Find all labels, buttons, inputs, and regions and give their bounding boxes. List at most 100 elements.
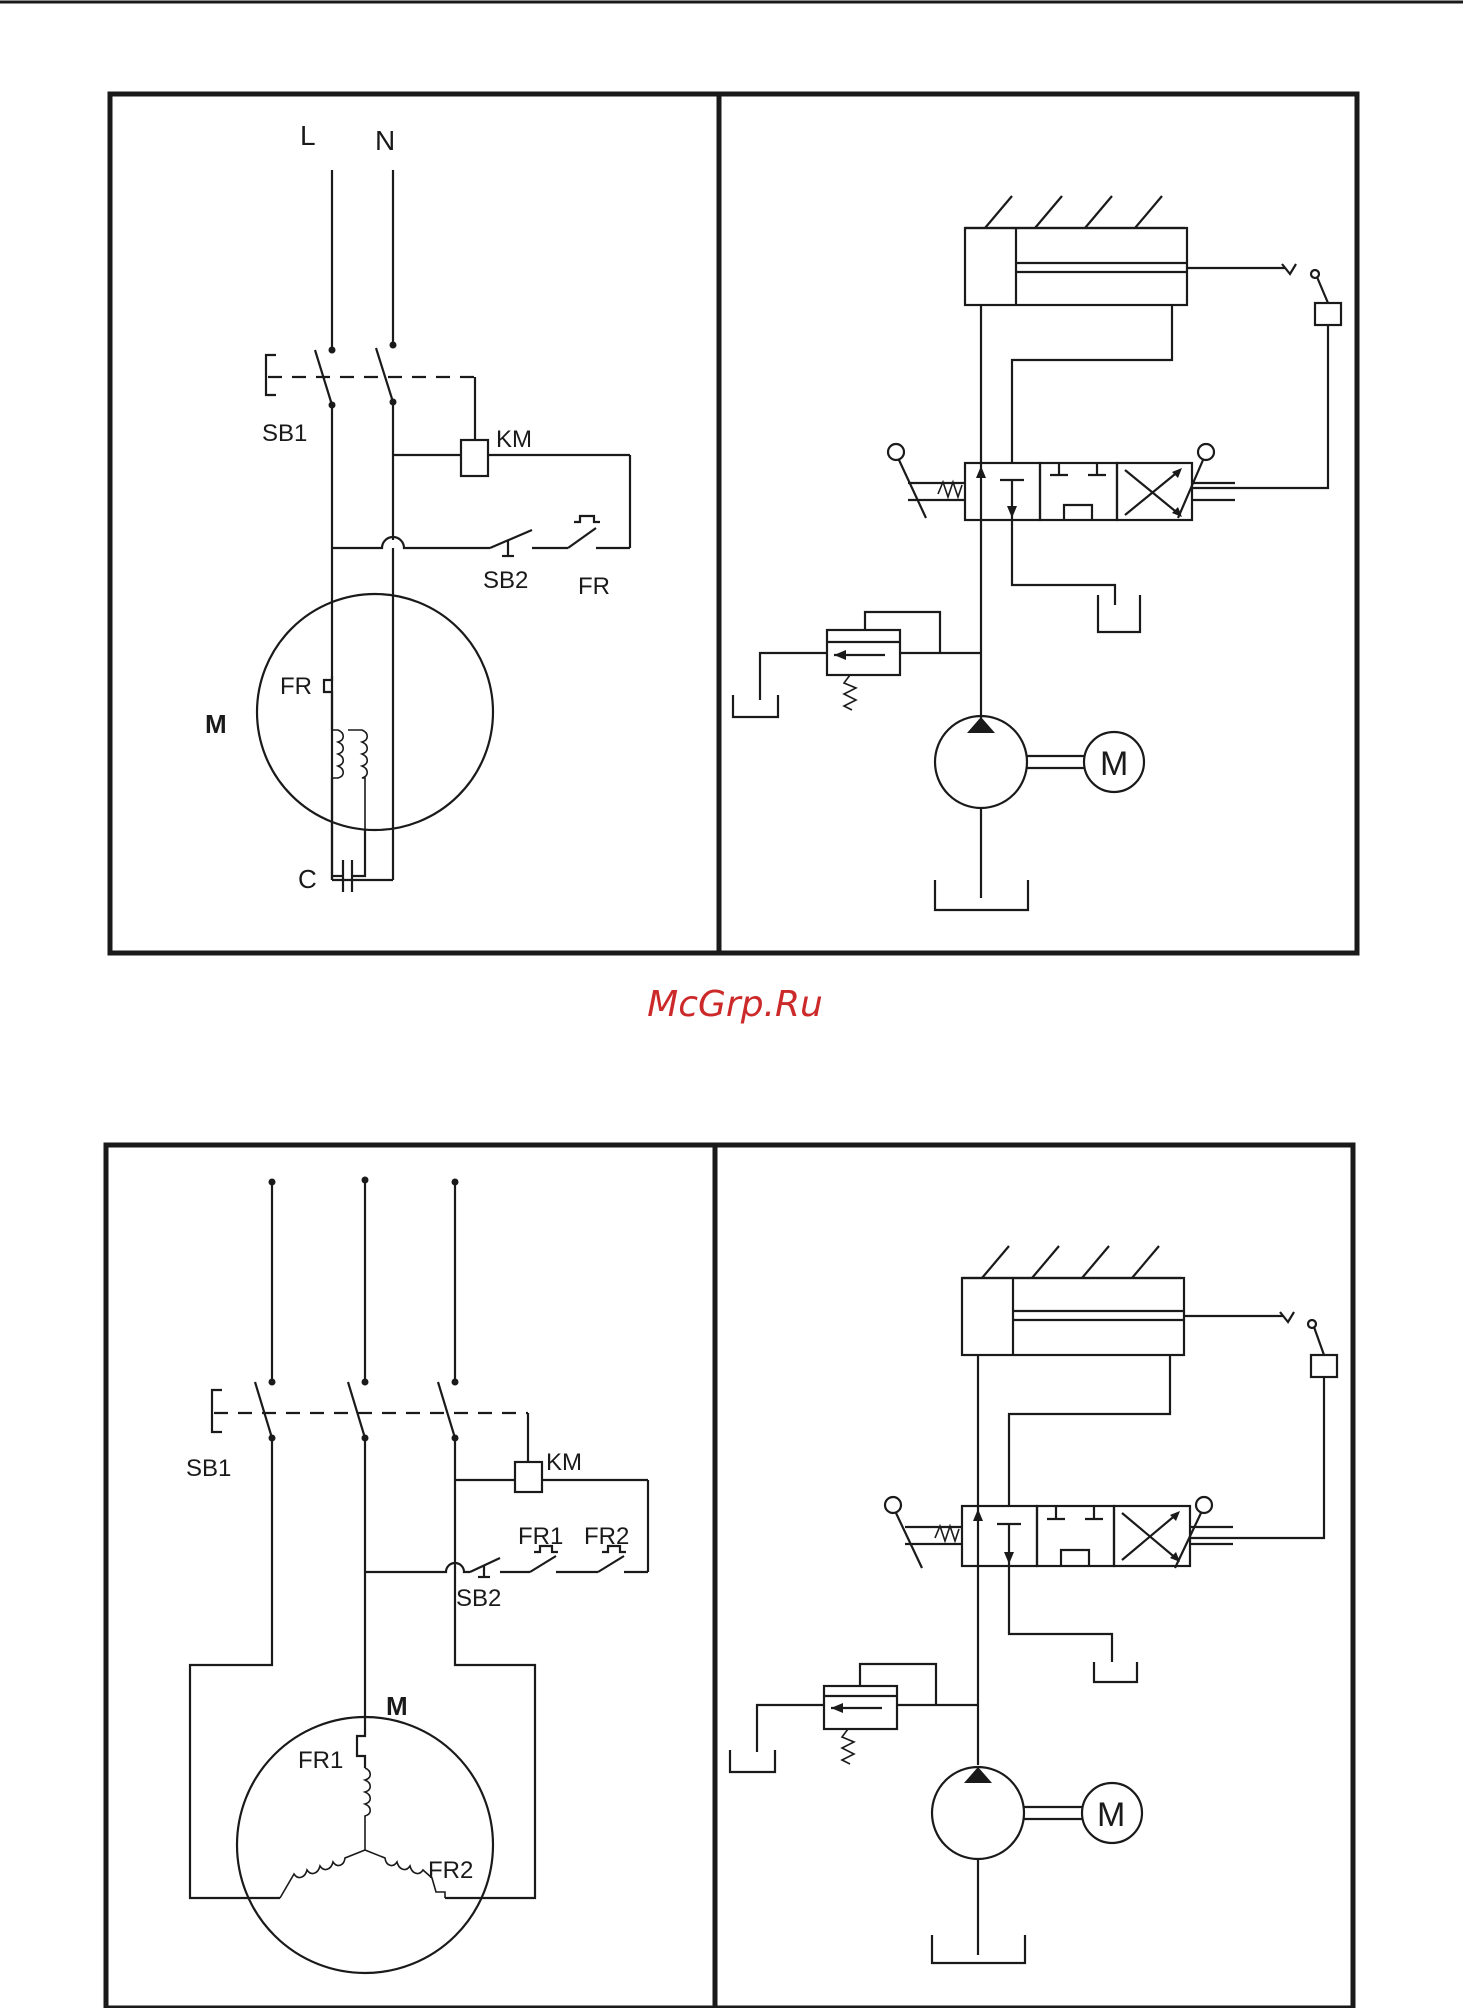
phase-line-3: [445, 1438, 535, 1898]
motor-thermal-protector: [357, 1730, 365, 1768]
lever-knob: [885, 1497, 901, 1513]
watermark: McGrp.Ru: [647, 984, 823, 1025]
relief-valve: [827, 630, 900, 675]
center-passage: [1064, 505, 1092, 520]
overload-2-label: FR2: [584, 1523, 629, 1550]
motor-thermal-protector: [324, 676, 332, 730]
overload-contact: [598, 1556, 624, 1572]
relief-drain: [757, 1705, 824, 1752]
motor-circle: [257, 594, 493, 830]
motor-winding: [348, 730, 367, 830]
capacitor-label: C: [298, 864, 317, 894]
switch-label: SB1: [186, 1455, 231, 1482]
flow-arrow: [1007, 506, 1017, 518]
return-line: [1009, 1566, 1112, 1662]
lever-handle: [899, 460, 926, 518]
hydraulic-circuit: M: [733, 196, 1341, 910]
relief-pilot: [865, 612, 940, 653]
flow-arrow: [1004, 1552, 1014, 1564]
bottom-figure: SB1 KM SB2 FR1 FR2: [106, 1145, 1353, 2008]
hatch-line: [985, 196, 1012, 228]
relief-spring: [844, 675, 856, 710]
limit-switch: [1311, 1355, 1337, 1377]
terminal-dot: [362, 1379, 369, 1386]
terminal-dot: [329, 347, 336, 354]
flow-arrow: [976, 466, 986, 478]
stop-button-label: SB2: [483, 567, 528, 594]
cylinder-line: [1009, 1355, 1170, 1506]
relief-drain: [760, 653, 827, 700]
relief-spring: [842, 1729, 854, 1764]
motor-winding: [365, 1768, 370, 1850]
terminal-dot: [452, 1179, 459, 1186]
motor-label: M: [205, 709, 227, 739]
switch-actuator: [212, 1390, 222, 1432]
motor-label: M: [386, 1691, 408, 1721]
signal-line: [1192, 325, 1328, 488]
tank: [1094, 1662, 1137, 1682]
motor-winding: [280, 1850, 365, 1898]
motor-winding: [332, 730, 343, 778]
overload-contact: [568, 528, 596, 548]
hatch-line: [1082, 1246, 1109, 1278]
hatch-line: [1032, 1246, 1059, 1278]
wiring-diagram-single-phase: L N SB1 KM: [205, 120, 630, 894]
lever-knob: [1196, 1497, 1212, 1513]
pump-direction-arrow: [964, 1767, 992, 1783]
terminal-dot: [269, 1379, 276, 1386]
terminal-dot: [390, 342, 397, 349]
pump-motor-label: M: [1100, 745, 1128, 783]
hatch-line: [1135, 196, 1162, 228]
tank: [733, 695, 778, 717]
hydraulic-cylinder: [962, 1278, 1184, 1355]
limit-switch: [1315, 303, 1341, 325]
top-figure: L N SB1 KM: [110, 94, 1357, 953]
overload-contact: [530, 1556, 556, 1572]
wire: [352, 830, 365, 876]
flow-arrow: [973, 1509, 983, 1521]
terminal-dot: [452, 1379, 459, 1386]
terminal-dot: [269, 1179, 276, 1186]
switch-actuator: [266, 355, 276, 395]
valve-spring: [938, 482, 962, 497]
motor-overload-label: FR: [280, 673, 312, 700]
lever-handle: [1175, 1513, 1201, 1568]
wiring-diagram-three-phase: SB1 KM SB2 FR1 FR2: [186, 1177, 648, 1974]
contactor-coil: [461, 440, 488, 476]
hatch-line: [1132, 1246, 1159, 1278]
motor-overload-1-label: FR1: [298, 1747, 343, 1774]
valve-block-left: [965, 463, 1040, 520]
phase-line-1: [190, 1438, 280, 1898]
cylinder-line: [1012, 305, 1172, 463]
overload-actuator: [574, 516, 600, 522]
lever-knob: [888, 444, 904, 460]
hatch-line: [1085, 196, 1112, 228]
top-figure-frame: [110, 94, 1357, 953]
contactor-label: KM: [546, 1449, 582, 1476]
return-line: [1012, 520, 1115, 605]
stop-button-label: SB2: [456, 1585, 501, 1612]
center-passage: [1061, 1550, 1089, 1566]
overload-label: FR: [578, 573, 610, 600]
relief-arrow: [834, 650, 846, 660]
contactor-coil: [515, 1462, 542, 1492]
motor-overload-2-label: FR2: [428, 1857, 473, 1884]
bottom-figure-frame: [106, 1145, 1353, 2008]
relief-arrow: [831, 1703, 843, 1713]
hatch-line: [1035, 196, 1062, 228]
stop-button-contact: [490, 530, 532, 548]
signal-line: [1190, 1377, 1324, 1538]
valve-block-center: [1037, 1506, 1114, 1566]
supply-label-l: L: [300, 120, 316, 151]
lever-handle: [896, 1513, 922, 1568]
hatch-line: [982, 1246, 1009, 1278]
switch-contact: [348, 1382, 365, 1438]
supply-label-n: N: [375, 125, 395, 156]
hydraulic-circuit: M: [730, 1246, 1337, 1963]
valve-spring: [935, 1526, 959, 1541]
limit-switch-arm: [1314, 1327, 1324, 1355]
switch-contact: [438, 1382, 455, 1438]
overload-1-label: FR1: [518, 1523, 563, 1550]
valve-block-center: [1040, 463, 1117, 520]
